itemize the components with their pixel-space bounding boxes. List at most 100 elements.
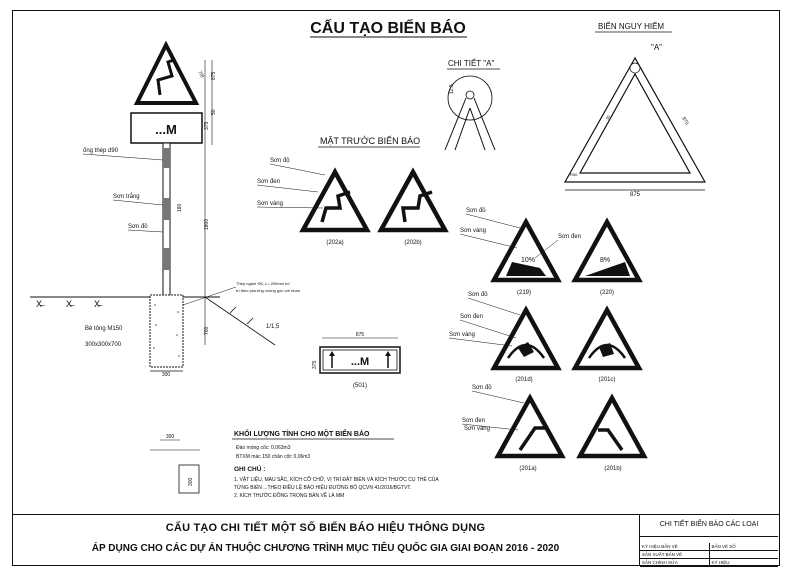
label-white: Sơn trắng	[113, 193, 140, 200]
plate-501-text: ...M	[351, 356, 369, 368]
label-concrete-size: 300x300x700	[85, 342, 122, 348]
label-anchor-2: trí theo phương vuông góc với nhau	[236, 288, 300, 293]
curve-road-symbol	[156, 58, 175, 96]
danger-sign-corner: R50	[570, 172, 578, 177]
small-detail: 300 300	[150, 434, 200, 494]
distance-plate	[130, 112, 203, 144]
quantity-line2: BTXM mác 150 chân cột: 0,06m3	[236, 454, 310, 460]
front-view-title: MẶT TRƯỚC BIỂN BÁO	[320, 135, 420, 146]
sign-201a	[494, 393, 566, 459]
sign-220-text: 8%	[600, 257, 610, 264]
danger-sign-inner: 50	[605, 113, 612, 120]
ground-mark: X̶	[66, 299, 75, 309]
title-block: CẤU TẠO CHI TIẾT MỘT SỐ BIỂN BÁO HIỆU TH…	[12, 514, 780, 567]
label-red: Sơn đỏ	[128, 223, 148, 230]
pole-assembly: ...M 300 X̶ X̶ X̶ 1/1,5 875 375 50 1800 …	[30, 40, 300, 378]
sign-code-220: (220)	[600, 290, 614, 296]
notes-title: GHI CHÚ :	[234, 464, 265, 473]
sign-202a	[299, 167, 371, 233]
slope-line	[204, 296, 276, 346]
title-block-side-title: CHI TIẾT BIỂN BÁO CÁC LOẠI	[640, 521, 778, 537]
title-block-row: SẢN CHÍNH SỬA KÝ HIỆU	[640, 559, 778, 567]
concrete-hatch	[153, 304, 180, 357]
sign-code-201b: (201b)	[604, 466, 621, 472]
danger-sign-title: BIỂN NGUY HIỂM	[598, 22, 664, 31]
sign-code-219: (219)	[517, 290, 531, 296]
title-block-cell: SẢN CHÍNH SỬA	[640, 559, 710, 566]
label-yellow: Sơn vàng	[257, 201, 283, 207]
label-anchor: Thép ngàm Φ6, L= 200mm bố	[236, 281, 290, 286]
concrete-foundation	[149, 294, 184, 368]
quantity-title: KHỐI LƯỢNG TÍNH CHO MỘT BIỂN BÁO	[234, 428, 370, 438]
label-red: Sơn đỏ	[472, 384, 492, 391]
sign-201c	[571, 305, 643, 371]
dim-tri-side: 7/8	[196, 70, 205, 79]
label-black: Sơn đen	[558, 234, 581, 240]
title-block-side: CHI TIẾT BIỂN BÁO CÁC LOẠI KÝ HIỆU BẢN V…	[640, 515, 778, 567]
post-stripe	[163, 198, 170, 220]
title-block-main: CẤU TẠO CHI TIẾT MỘT SỐ BIỂN BÁO HIỆU TH…	[12, 515, 640, 565]
distance-plate-text: ...M	[155, 122, 177, 137]
title-block-cell: BẢN VẼ SỐ	[711, 544, 736, 549]
sign-code-201c: (201c)	[598, 377, 615, 383]
dim-stripe: 180	[177, 203, 183, 212]
sign-201b	[576, 393, 648, 459]
title-block-row: KÝ HIỆU BẢN VẼ BẢN VẼ SỐ	[640, 543, 778, 551]
sign-202b	[377, 167, 449, 233]
small-detail-dim-top: 300	[166, 434, 175, 440]
sign-code-201d: (201d)	[515, 377, 532, 383]
title-block-cell: KÝ HIỆU	[711, 560, 730, 565]
signs-right: 10% (219) Sơn đỏ Sơn vàng Sơn đen 8% (22…	[448, 207, 648, 472]
plate-501-code: (501)	[353, 383, 367, 389]
danger-sign-label-a: "A"	[651, 43, 662, 52]
title-block-row: SẢN XUẤT BẢN VẼ	[640, 551, 778, 559]
label-black: Sơn đen	[462, 418, 485, 424]
label-black: Sơn đen	[257, 179, 280, 185]
front-view: MẶT TRƯỚC BIỂN BÁO (202a) (202b) Sơn đỏ …	[256, 135, 449, 246]
page-title: CẤU TẠO BIỂN BÁO	[310, 18, 466, 37]
label-black: Sơn đen	[460, 314, 483, 320]
post-stripe	[163, 148, 170, 168]
detail-a: CHI TIẾT "A" 12.5	[444, 58, 500, 151]
label-red: Sơn đỏ	[468, 291, 488, 298]
label-yellow: Sơn vàng	[464, 426, 490, 432]
label-pipe: ống thép d90	[83, 148, 119, 154]
slope-label: 1/1,5	[266, 324, 280, 330]
small-detail-dim-side: 300	[188, 477, 194, 486]
dim-gap: 50	[211, 109, 217, 115]
danger-sign-side: 875	[680, 116, 689, 126]
post-stripe	[163, 248, 170, 270]
title-block-line1: CẤU TẠO CHI TIẾT MỘT SỐ BIỂN BÁO HIỆU TH…	[165, 522, 486, 534]
dim-shaft: 1800	[204, 219, 210, 230]
sign-219-text: 10%	[521, 257, 535, 264]
label-red: Sơn đỏ	[270, 157, 290, 164]
title-block-cell	[710, 551, 779, 558]
detail-a-dim: 12.5	[449, 84, 455, 94]
label-yellow: Sơn vàng	[460, 228, 486, 234]
notes-area: KHỐI LƯỢNG TÍNH CHO MỘT BIỂN BÁO Đào món…	[232, 428, 439, 499]
danger-sign-dim: 875	[630, 192, 641, 198]
plate-501-width: 875	[356, 332, 365, 338]
plate-501: 875 ...M 375 (501)	[312, 332, 401, 389]
title-block-cell: SẢN XUẤT BẢN VẼ	[640, 551, 710, 558]
title-block-cell: KÝ HIỆU BẢN VẼ	[640, 543, 710, 550]
danger-sign-diagram: BIỂN NGUY HIỂM "A" 875 875 50 R50	[563, 22, 707, 198]
ground-mark: X̶	[36, 299, 45, 309]
sign-code-202a: (202a)	[326, 240, 343, 246]
title-block-line2: ÁP DỤNG CHO CÁC DỰ ÁN THUỘC CHƯƠNG TRÌNH…	[91, 543, 560, 554]
sign-219	[490, 217, 562, 283]
label-red: Sơn đỏ	[466, 207, 486, 214]
notes-line: 2. KÍCH THƯỚC ĐỒNG TRONG BẢN VẼ LÀ MM	[234, 492, 344, 499]
notes-line: TỪNG BIỂN ...THEO ĐIỀU LỆ BÁO HIỆU ĐƯỜNG…	[234, 483, 411, 491]
detail-a-title: CHI TIẾT "A"	[448, 58, 494, 68]
pole-warning-triangle	[133, 40, 200, 105]
label-concrete: Bê tông M150	[85, 326, 123, 332]
notes-line: 1. VẬT LIỆU, MÀU SẮC, KÍCH CỠ CHỮ, VỊ TR…	[234, 475, 439, 483]
sign-code-201a: (201a)	[519, 466, 536, 472]
base-dim: 300	[162, 372, 171, 378]
ground-mark: X̶	[94, 299, 103, 309]
dim-tri: 875	[211, 71, 217, 80]
drawing-sheet	[12, 10, 780, 566]
sign-code-202b: (202b)	[404, 240, 421, 246]
